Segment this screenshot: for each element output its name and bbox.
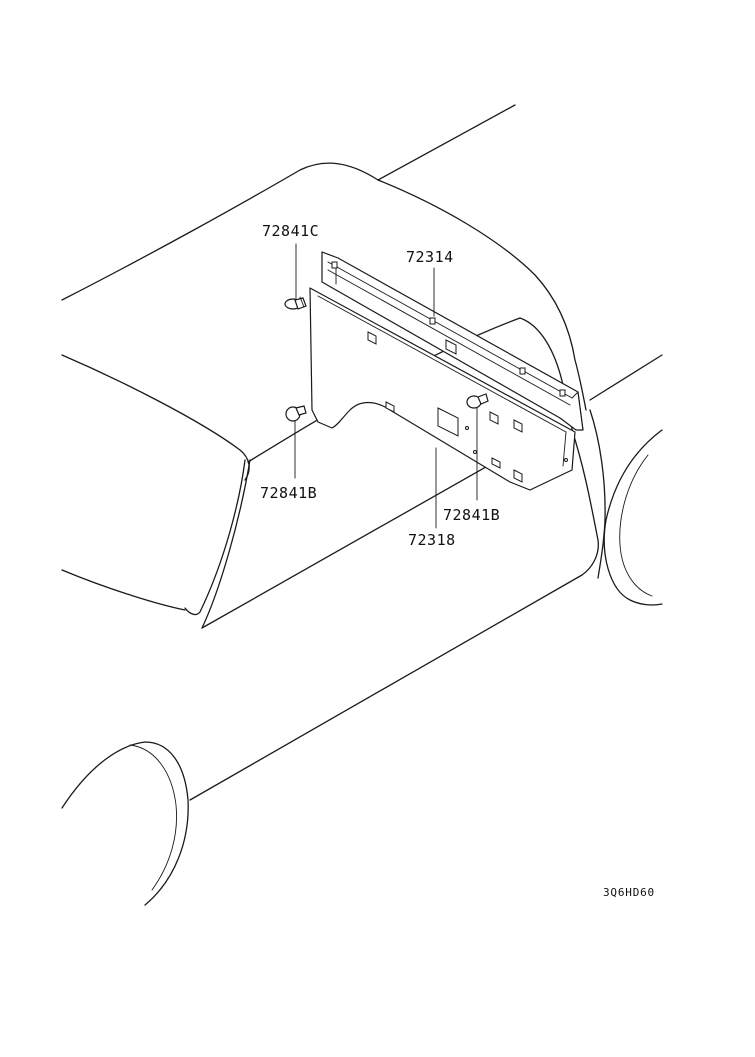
rear-quarter-line xyxy=(589,409,606,579)
front-wheel-arch-inner xyxy=(129,744,177,891)
panel-right-edge xyxy=(562,431,567,467)
rail-notch-4 xyxy=(559,389,566,397)
clip-72841c xyxy=(284,296,307,310)
part-72314-rail xyxy=(321,251,584,431)
panel-hole-6 xyxy=(513,419,523,433)
leader-lines xyxy=(294,243,478,529)
label-72841b-right: 72841B xyxy=(443,506,500,524)
belt-line xyxy=(571,429,599,576)
label-72841c: 72841C xyxy=(262,222,319,240)
clip-72841b-right xyxy=(466,393,489,409)
window-front-edge xyxy=(201,459,251,629)
panel-hole-1 xyxy=(367,331,377,345)
panel-pin-3 xyxy=(564,458,568,462)
figure-code: 3Q6HD60 xyxy=(603,886,655,899)
rail-notch-2 xyxy=(429,317,436,325)
a-pillar-line xyxy=(184,459,246,616)
rail-inner-line-1 xyxy=(327,261,573,399)
c-pillar-line xyxy=(377,179,587,411)
clip-72841b-left xyxy=(285,405,307,422)
rail-notch-3 xyxy=(519,367,526,375)
front-wheel-arch xyxy=(61,741,189,906)
hood-curve xyxy=(61,354,250,481)
panel-hole-7 xyxy=(491,457,501,469)
rear-deck-line xyxy=(589,354,663,401)
body-side-line xyxy=(189,574,583,801)
windshield-lower xyxy=(61,569,186,611)
clip-72841b-left-stem xyxy=(295,405,307,416)
rail-notch-1 xyxy=(331,261,338,269)
panel-hole-3 xyxy=(385,401,395,413)
panel-hole-2 xyxy=(445,339,457,355)
rail-inner-line-2 xyxy=(327,269,571,406)
label-72318: 72318 xyxy=(408,531,456,549)
rear-wheel-arch xyxy=(603,429,663,606)
roof-rear-line xyxy=(377,104,516,181)
rear-wheel-arch-inner xyxy=(619,454,653,597)
panel-pin-1 xyxy=(465,426,469,430)
part-72318-panel xyxy=(309,287,576,491)
panel-hole-4 xyxy=(437,407,459,437)
rail-end-cap xyxy=(571,391,584,431)
label-72841b-left: 72841B xyxy=(260,484,317,502)
panel-upper-inner xyxy=(317,295,567,433)
roof-line xyxy=(61,162,379,301)
label-72314: 72314 xyxy=(406,248,454,266)
rail-body xyxy=(321,251,584,431)
clip-72841b-right-stem xyxy=(477,393,489,405)
panel-hole-5 xyxy=(489,411,499,425)
clip-72841c-ridge xyxy=(299,296,305,308)
panel-hole-8 xyxy=(513,469,523,483)
vehicle-outline xyxy=(61,104,663,906)
panel-pin-2 xyxy=(473,450,477,454)
